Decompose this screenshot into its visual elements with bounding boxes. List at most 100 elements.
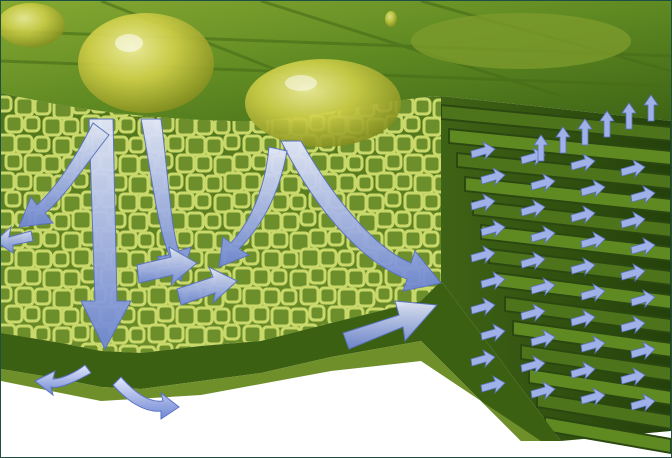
- plant-cell: [405, 155, 423, 173]
- plant-cell: [16, 98, 33, 115]
- plant-cell: [282, 290, 296, 304]
- plant-cell: [291, 271, 308, 288]
- plant-cell: [6, 268, 23, 285]
- plant-cell: [120, 232, 136, 248]
- plant-cell: [196, 156, 211, 171]
- plant-cell: [130, 214, 147, 231]
- plant-cell: [44, 308, 61, 325]
- plant-cell: [16, 136, 32, 152]
- plant-cell: [73, 249, 90, 266]
- plant-cell: [6, 306, 22, 322]
- plant-cell: [339, 289, 357, 307]
- plant-cell: [415, 213, 432, 230]
- plant-cell: [44, 270, 62, 288]
- plant-cell: [272, 270, 286, 284]
- plant-cell: [244, 174, 260, 190]
- plant-cell: [282, 214, 298, 230]
- plant-cell: [120, 118, 134, 132]
- plant-cell: [225, 135, 239, 149]
- plant-cell: [196, 194, 210, 208]
- plant-cell: [424, 232, 438, 246]
- plant-cell: [244, 326, 261, 343]
- plant-cell: [139, 233, 153, 247]
- plant-cell: [206, 214, 220, 228]
- plant-cell: [1, 135, 15, 153]
- plant-cell: [377, 211, 393, 227]
- plant-cell: [206, 138, 222, 154]
- plant-cell: [329, 155, 345, 171]
- plant-cell: [263, 289, 279, 305]
- plant-cell: [215, 309, 229, 323]
- plant-cell: [215, 195, 232, 212]
- plant-cell: [196, 118, 212, 134]
- plant-cell: [63, 271, 79, 287]
- plant-cell: [1, 287, 11, 301]
- plant-cell: [234, 154, 250, 170]
- plant-cell: [149, 287, 167, 305]
- plant-cell: [177, 117, 195, 135]
- plant-cell: [187, 327, 205, 345]
- droplet-highlight: [115, 34, 143, 52]
- plant-cell: [25, 269, 40, 284]
- plant-cell: [301, 287, 318, 304]
- plant-cell: [225, 211, 242, 228]
- plant-cell: [139, 195, 154, 210]
- plant-cell: [367, 157, 384, 174]
- plant-cell: [358, 176, 372, 190]
- plant-cell: [25, 307, 39, 321]
- plant-cell: [16, 250, 34, 268]
- plant-cell: [25, 155, 43, 173]
- plant-cell: [377, 173, 394, 190]
- plant-cell: [63, 119, 78, 134]
- plant-cell: [6, 116, 22, 132]
- plant-cell: [196, 308, 212, 324]
- plant-cell: [244, 288, 262, 306]
- plant-cell: [177, 155, 194, 172]
- plant-cell: [130, 328, 144, 342]
- plant-cell: [130, 176, 148, 194]
- plant-cell: [405, 231, 421, 247]
- plant-cell: [291, 309, 307, 325]
- plant-cell: [54, 138, 71, 155]
- plant-cell: [6, 154, 21, 169]
- plant-cell: [348, 156, 362, 170]
- plant-cell: [35, 251, 51, 267]
- plant-cell: [177, 307, 195, 325]
- plant-cell: [367, 271, 381, 285]
- water-droplet: [78, 13, 214, 113]
- plant-cell: [168, 174, 182, 188]
- plant-cell: [1, 211, 13, 227]
- plant-cell: [310, 268, 325, 283]
- plant-cell: [263, 251, 280, 268]
- plant-cell: [386, 192, 400, 206]
- plant-cell: [234, 268, 252, 286]
- plant-cell: [206, 176, 221, 191]
- plant-cell: [120, 270, 135, 285]
- plant-cell: [339, 175, 355, 191]
- plant-cell: [310, 230, 326, 246]
- plant-cell: [377, 135, 395, 153]
- plant-cell: [1, 97, 11, 111]
- plant-cell: [130, 138, 144, 152]
- plant-cell: [377, 287, 391, 301]
- plant-cell: [44, 232, 58, 246]
- plant-cell: [158, 306, 173, 321]
- plant-cell: [35, 327, 49, 341]
- plant-cell: [396, 212, 410, 226]
- plant-cell: [320, 288, 335, 303]
- plant-cell: [54, 290, 72, 308]
- plant-cell: [16, 288, 33, 305]
- plant-cell: [63, 309, 78, 324]
- plant-cell: [405, 193, 422, 210]
- plant-cell: [244, 250, 258, 264]
- water-droplet: [245, 59, 401, 147]
- plant-cell: [405, 117, 419, 131]
- plant-cell: [149, 325, 166, 342]
- plant-cell: [282, 252, 297, 267]
- plant-cell: [225, 325, 239, 339]
- plant-cell: [386, 230, 404, 248]
- plant-cell: [253, 269, 269, 285]
- plant-cell: [187, 137, 205, 155]
